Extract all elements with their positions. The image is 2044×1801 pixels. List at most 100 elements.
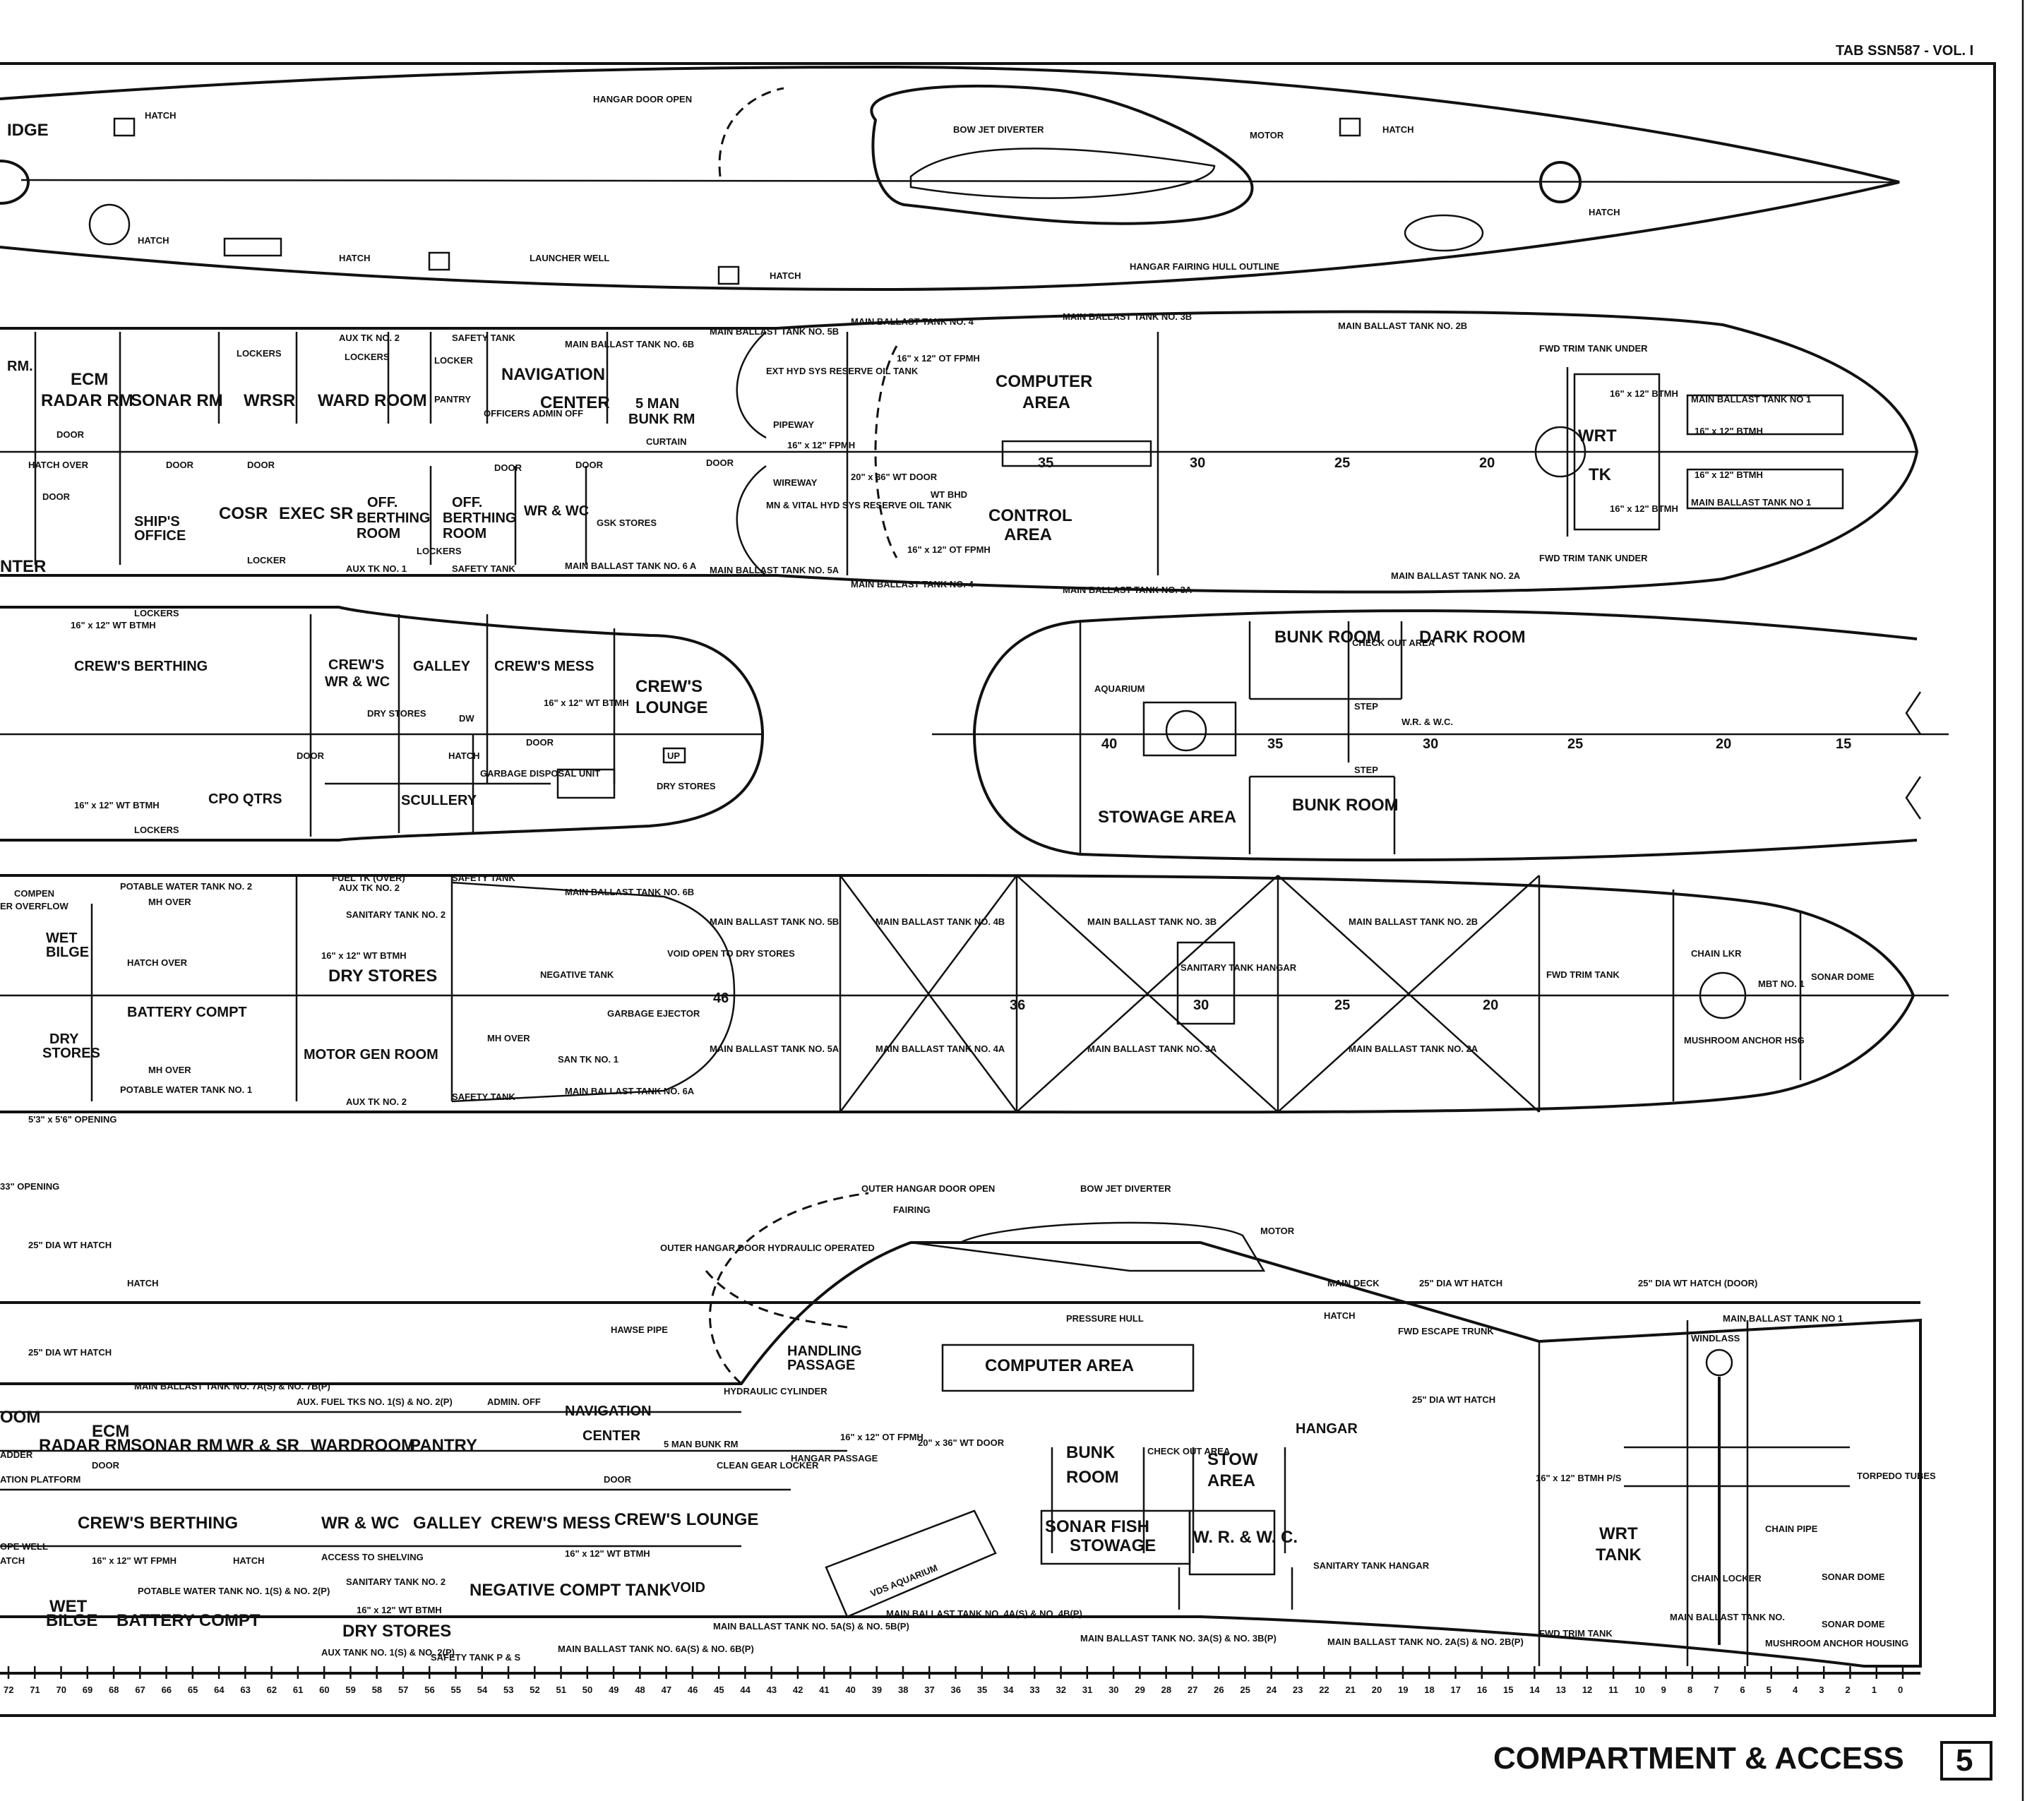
frame-30: 30: [1190, 455, 1205, 471]
san-tk-1-label: SAN TK NO. 1: [558, 1054, 618, 1065]
frame-number: 45: [714, 1685, 724, 1695]
frame-number: 68: [109, 1685, 119, 1695]
frame-number: 53: [503, 1685, 513, 1695]
btmh-ps-label: 16" x 12" BTMH P/S: [1536, 1473, 1622, 1483]
frame-number: 54: [477, 1685, 488, 1695]
frame-number: 62: [267, 1685, 277, 1695]
pressure-hull-label: PRESSURE HULL: [1066, 1313, 1144, 1324]
hawse-pipe-label: HAWSE PIPE: [611, 1324, 668, 1335]
frame-number: 67: [135, 1685, 145, 1695]
hangar-bulkheads: [1079, 621, 1403, 854]
frame-number: 20: [1372, 1685, 1382, 1695]
ward-room-label: WARD ROOM: [318, 391, 427, 410]
hatch-door-label: 25" DIA WT HATCH (DOOR): [1638, 1278, 1757, 1288]
five-man-label: 5 MAN: [635, 396, 679, 412]
profile-motor-label: MOTOR: [1260, 1226, 1295, 1236]
wt-door-arc: [874, 345, 898, 558]
hangar-break-lines: [1905, 691, 1922, 820]
hangar-plan: BUNK ROOM CHECK OUT AREA DARK ROOM AQUAR…: [932, 609, 1949, 862]
crews-mess-label: CREW'S MESS: [494, 659, 594, 674]
aux-2-label: AUX TK NO. 2: [339, 882, 400, 893]
profile-sonar-label: SONAR RM: [131, 1436, 223, 1455]
profile-computer-area-label: COMPUTER AREA: [985, 1356, 1134, 1375]
crews-label: CREW'S: [328, 657, 384, 673]
lockers-label-1: LOCKERS: [237, 348, 282, 359]
aquarium-box: [1142, 701, 1237, 757]
frame-number: 14: [1529, 1685, 1540, 1695]
center-label: CENTER: [540, 393, 610, 412]
btmh-label-3: 16" x 12" BTMH: [1695, 426, 1763, 436]
frame-number: 15: [1503, 1685, 1513, 1695]
profile-ecm-label: ECM: [92, 1422, 129, 1441]
mbt-4-label: MAIN BALLAST TANK NO. 4: [851, 316, 974, 327]
passage-label: PASSAGE: [787, 1358, 855, 1373]
hold-mbt-3b-label: MAIN BALLAST TANK NO. 3B: [1087, 916, 1217, 927]
frame-number: 27: [1188, 1685, 1197, 1695]
profile-pantry-label: PANTRY: [410, 1436, 477, 1455]
frame-number: 22: [1319, 1685, 1329, 1695]
frame-number: 70: [56, 1685, 66, 1695]
profile-crews-berthing-label: CREW'S BERTHING: [78, 1514, 238, 1533]
hold-frame-36: 36: [1010, 998, 1025, 1013]
door-label-2: DOOR: [166, 460, 194, 470]
hatch-25-label-3: 25" DIA WT HATCH: [1419, 1278, 1502, 1288]
mn-vital-label: MN & VITAL HYD SYS RESERVE OIL TANK: [766, 500, 952, 510]
frame-number: 52: [530, 1685, 539, 1695]
negative-compt-label: NEGATIVE COMPT TANK: [470, 1581, 671, 1600]
frame-number: 39: [872, 1685, 882, 1695]
ptw-2-label: POTABLE WATER TANK NO. 2: [120, 881, 252, 892]
profile-crews-mess-label: CREW'S MESS: [491, 1514, 611, 1533]
frame-number: 41: [819, 1685, 829, 1695]
door-label-4: DOOR: [494, 462, 522, 473]
computer-console: [1001, 440, 1152, 467]
hold-frame-20: 20: [1483, 998, 1498, 1013]
frame-number: 64: [214, 1685, 225, 1695]
profile-wardroom-label: WARDROOM: [311, 1436, 415, 1455]
frame-number: 1: [1872, 1685, 1877, 1695]
profile-galley-label: GALLEY: [413, 1514, 482, 1533]
overflow-label: ER OVERFLOW: [0, 901, 69, 911]
bridge-label: IDGE: [7, 121, 49, 140]
crews-berthing-label: CREW'S BERTHING: [74, 659, 208, 674]
hangar-frame-35: 35: [1267, 736, 1283, 752]
bow-jet-label: BOW JET DIVERTER: [953, 124, 1044, 135]
mbt-6b-label: MAIN BALLAST TANK NO. 6B: [565, 339, 694, 349]
frame-number: 30: [1108, 1685, 1118, 1695]
hangar-frame-20: 20: [1716, 736, 1731, 752]
ot-fpmh-label-2: 16" x 12" OT FPMH: [907, 544, 991, 555]
frame-number: 55: [450, 1685, 460, 1695]
frame-number: 63: [240, 1685, 250, 1695]
frame-number: 61: [293, 1685, 303, 1695]
profile-door-label: DOOR: [92, 1460, 120, 1471]
hangar-outline: [870, 84, 1254, 225]
bilge-label: BILGE: [46, 945, 89, 960]
second-platform: LOCKERS LOCKERS CREW'S BERTHING CREW'S W…: [0, 606, 765, 842]
dry-label: DRY: [49, 1031, 79, 1047]
mbt-2a-label: MAIN BALLAST TANK NO. 2A: [1391, 570, 1521, 581]
profile-btmh-label: 16" x 12" WT BTMH: [357, 1605, 442, 1615]
profile-ladder-label: ADDER: [0, 1449, 33, 1460]
mbt-1-upper: [1686, 394, 1844, 436]
door-label-6: DOOR: [706, 457, 734, 468]
stowage-label: STOWAGE AREA: [1098, 808, 1236, 827]
profile-wr-wc-label: WR & WC: [321, 1514, 400, 1533]
garbage-unit: [556, 768, 616, 799]
chain-locker-circle: [1699, 971, 1747, 1019]
hangar-wr-wc-label: W.R. & W.C.: [1401, 717, 1453, 727]
frame-20: 20: [1479, 455, 1495, 471]
hold-bulkheads: [90, 875, 1802, 1112]
up-box: [662, 747, 686, 764]
fpmh-label: 16" x 12" FPMH: [787, 440, 855, 450]
area-label-2: AREA: [1004, 525, 1052, 544]
battery-compt-label: BATTERY COMPT: [127, 1005, 247, 1020]
deck-plan: IDGE HATCH HANGAR DOOR OPEN BOW JET DIVE…: [0, 65, 1900, 292]
wrt-tank-box: [1573, 373, 1661, 531]
admin-label: ADMIN. OFF: [487, 1396, 541, 1407]
step-label-2: STEP: [1354, 765, 1378, 775]
fwd-escape-label: FWD ESCAPE TRUNK: [1398, 1326, 1494, 1336]
ptw-1-label: POTABLE WATER TANK NO. 1: [120, 1084, 252, 1095]
void-label: VOID OPEN TO DRY STORES: [667, 948, 795, 959]
safety-tank-label-2: SAFETY TANK: [452, 563, 515, 574]
hold-safety-tank-label: SAFETY TANK: [452, 873, 515, 883]
